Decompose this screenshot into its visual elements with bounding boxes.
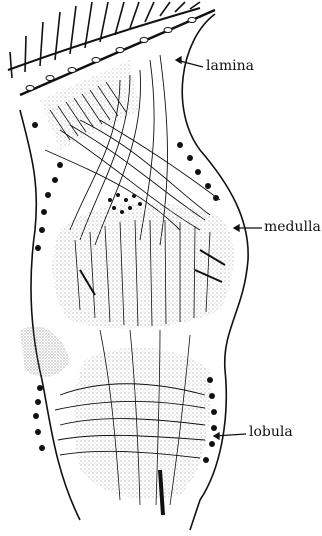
lamina-label: lamina [206, 58, 254, 74]
lobula-label: lobula [249, 424, 293, 440]
medulla-neuropil [53, 193, 234, 329]
medulla-label: medulla [264, 219, 321, 235]
lamina-neuropil [40, 60, 140, 150]
